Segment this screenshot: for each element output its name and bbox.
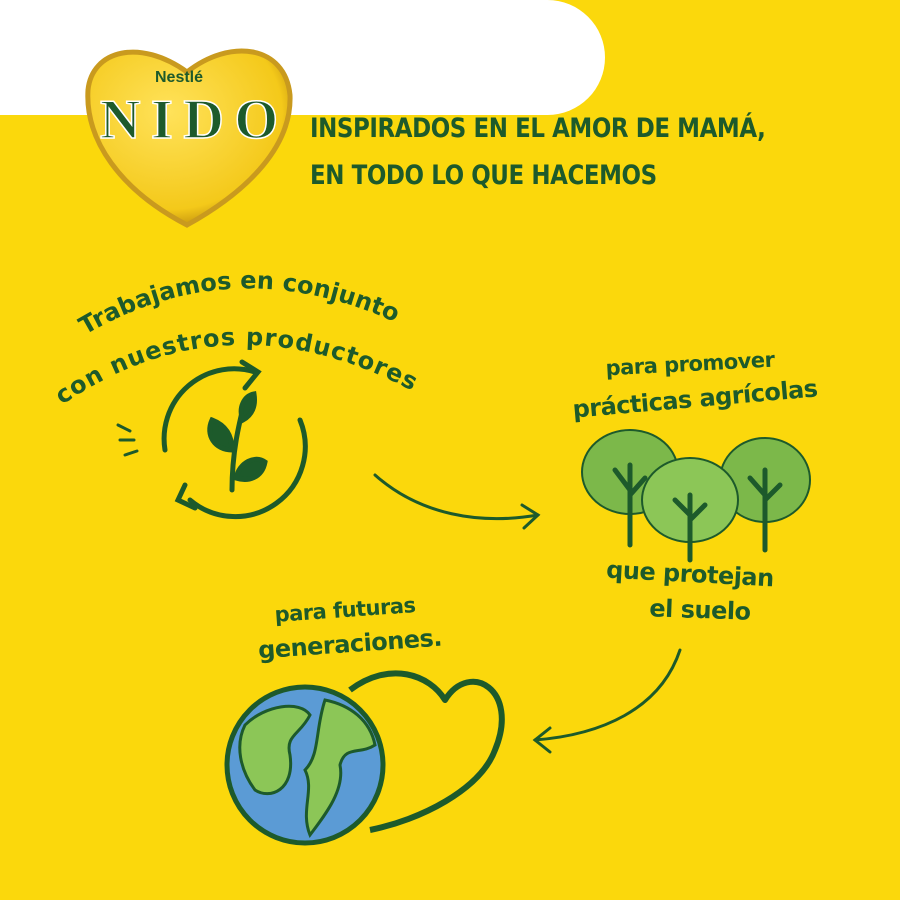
arrow-icon <box>373 473 541 530</box>
globe-icon <box>224 684 386 846</box>
nido-logo: Nestlé NIDO <box>85 48 293 228</box>
trees-icon <box>581 429 811 563</box>
nido-wordmark: NIDO <box>100 89 278 151</box>
arrow-icon <box>532 648 682 754</box>
headline-line-1: INSPIRADOS EN EL AMOR DE MAMÁ, <box>310 113 766 144</box>
headline-line-2: EN TODO LO QUE HACEMOS <box>310 160 657 191</box>
heart-outline-icon <box>348 670 505 833</box>
recycle-plant-icon <box>116 359 308 520</box>
nestle-wordmark: Nestlé <box>155 69 203 86</box>
